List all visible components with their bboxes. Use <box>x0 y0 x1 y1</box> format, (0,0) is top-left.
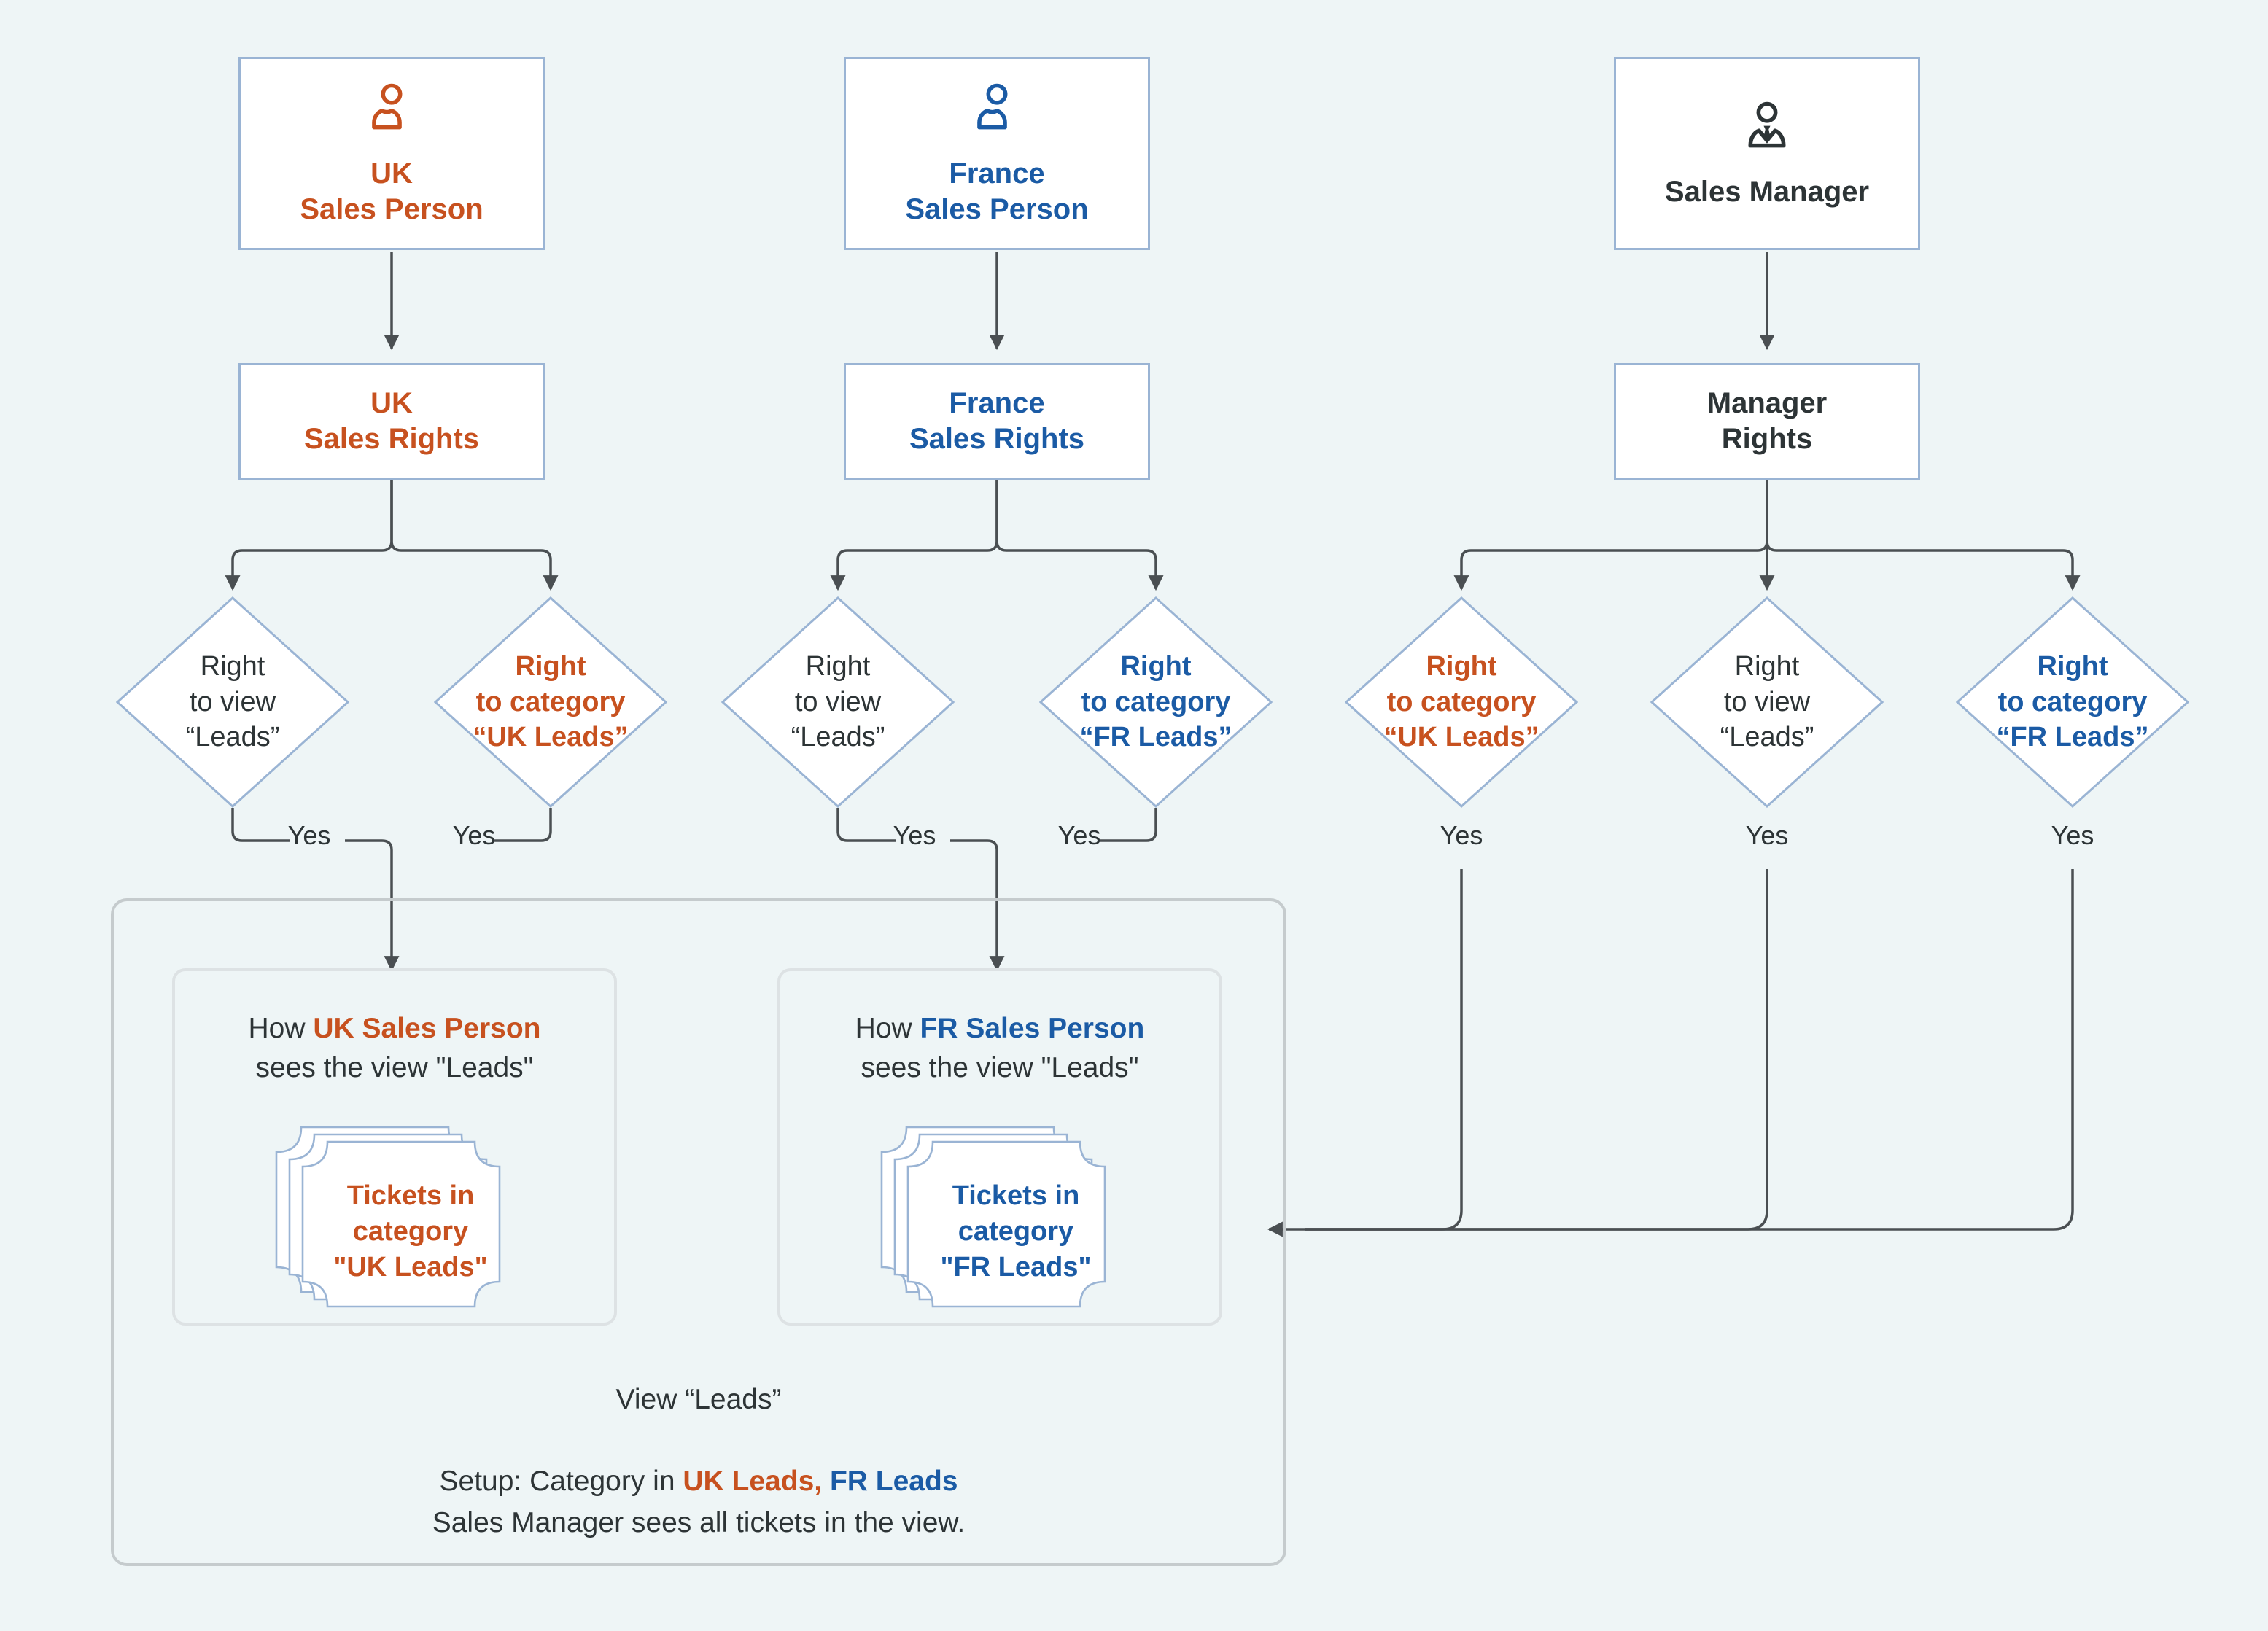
result-card-caption: How UK Sales Person sees the view "Leads… <box>249 1009 541 1088</box>
user-icon <box>968 79 1025 140</box>
actor-label-france: France Sales Person <box>905 157 1089 225</box>
actor-box-france[interactable]: France Sales Person <box>844 57 1150 250</box>
yes-label: Yes <box>1057 820 1101 850</box>
manager-icon <box>1739 98 1795 158</box>
yes-label: Yes <box>893 820 936 850</box>
yes-label: Yes <box>1745 820 1789 850</box>
condition-diamond-uk-category[interactable]: Right to category “UK Leads” <box>434 596 667 808</box>
panel-footer: View “Leads” Setup: Category in UK Leads… <box>111 1384 1286 1544</box>
caption-actor: UK Sales Person <box>313 1013 541 1044</box>
ticket-label: Tickets in category "FR Leads" <box>940 1180 1092 1283</box>
yes-label: Yes <box>2051 820 2094 850</box>
caption-actor: FR Sales Person <box>920 1013 1145 1044</box>
ticket-label: Tickets in category "UK Leads" <box>333 1180 488 1283</box>
setup-line2: Sales Manager sees all tickets in the vi… <box>432 1506 966 1538</box>
condition-label: Right to view “Leads” <box>185 651 280 753</box>
condition-label: Right to category “FR Leads” <box>1079 651 1232 753</box>
caption-prefix: How <box>248 1013 314 1044</box>
footer-setup-text: Setup: Category in UK Leads, FR Leads Sa… <box>111 1461 1286 1544</box>
actor-label-uk: UK Sales Person <box>300 157 483 225</box>
footer-view-title: View “Leads” <box>615 1384 782 1415</box>
condition-diamond-mgr-fr-category[interactable]: Right to category “FR Leads” <box>1956 596 2189 808</box>
condition-label: Right to view “Leads” <box>791 651 885 753</box>
caption-suffix: sees the view "Leads" <box>255 1051 534 1083</box>
condition-diamond-fr-category[interactable]: Right to category “FR Leads” <box>1039 596 1273 808</box>
setup-fr-leads: FR Leads <box>829 1465 958 1497</box>
actor-label-manager: Sales Manager <box>1664 175 1870 208</box>
ticket-stack-fr: Tickets in category "FR Leads" <box>876 1114 1124 1323</box>
result-card-fr[interactable]: How FR Sales Person sees the view "Leads… <box>777 968 1222 1326</box>
caption-suffix: sees the view "Leads" <box>861 1051 1139 1083</box>
rights-box-france[interactable]: France Sales Rights <box>844 363 1150 480</box>
yes-label: Yes <box>287 820 331 850</box>
result-card-caption: How FR Sales Person sees the view "Leads… <box>855 1009 1145 1088</box>
condition-label: Right to view “Leads” <box>1720 651 1814 753</box>
actor-box-uk[interactable]: UK Sales Person <box>238 57 545 250</box>
yes-label: Yes <box>452 820 496 850</box>
rights-box-uk[interactable]: UK Sales Rights <box>238 363 545 480</box>
condition-diamond-uk-view[interactable]: Right to view “Leads” <box>116 596 349 808</box>
actor-box-manager[interactable]: Sales Manager <box>1614 57 1920 250</box>
view-result-panel <box>111 898 1286 1566</box>
rights-label-uk: UK Sales Rights <box>303 387 480 455</box>
condition-diamond-mgr-view[interactable]: Right to view “Leads” <box>1650 596 1884 808</box>
rights-box-manager[interactable]: Manager Rights <box>1614 363 1920 480</box>
setup-prefix: Setup: Category in <box>439 1465 683 1497</box>
ticket-stack-uk: Tickets in category "UK Leads" <box>271 1114 519 1323</box>
condition-diamond-mgr-uk-category[interactable]: Right to category “UK Leads” <box>1345 596 1578 808</box>
condition-label: Right to category “UK Leads” <box>473 651 629 753</box>
condition-label: Right to category “FR Leads” <box>1996 651 2149 753</box>
result-card-uk[interactable]: How UK Sales Person sees the view "Leads… <box>172 968 617 1326</box>
yes-label: Yes <box>1440 820 1483 850</box>
user-icon <box>363 79 420 140</box>
rights-label-france: France Sales Rights <box>909 387 1085 455</box>
setup-uk-leads: UK Leads, <box>683 1465 823 1497</box>
rights-label-manager: Manager Rights <box>1706 387 1828 455</box>
condition-diamond-fr-view[interactable]: Right to view “Leads” <box>721 596 955 808</box>
condition-label: Right to category “UK Leads” <box>1383 651 1539 753</box>
caption-prefix: How <box>855 1013 920 1044</box>
